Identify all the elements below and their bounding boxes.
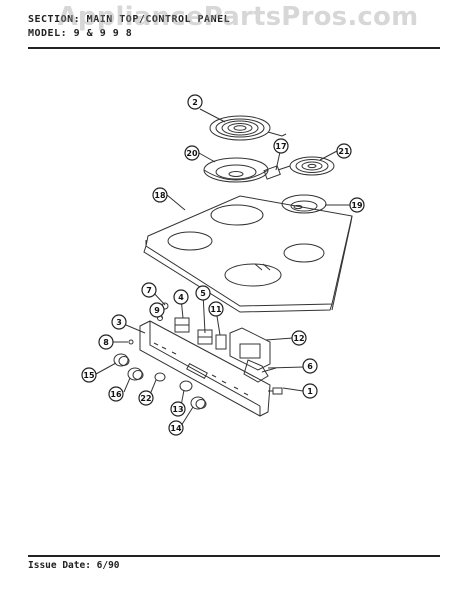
callout-20: 20 <box>184 145 200 161</box>
callout-label: 17 <box>275 142 286 151</box>
callout-13: 13 <box>170 401 186 417</box>
callout-3: 3 <box>111 314 127 330</box>
section-title: SECTION: MAIN TOP/CONTROL PANEL <box>28 14 231 25</box>
issue-date: Issue Date: 6/90 <box>28 560 120 571</box>
callout-17: 17 <box>273 138 289 154</box>
control-knobs <box>113 353 207 410</box>
switch-parts <box>174 317 227 350</box>
callout-label: 16 <box>110 390 122 399</box>
callout-label: 19 <box>351 201 363 210</box>
header-rule <box>28 47 440 49</box>
callout-label: 9 <box>154 306 160 315</box>
footer-rule <box>28 555 440 557</box>
callout-2: 2 <box>187 94 203 110</box>
callout-label: 12 <box>293 334 304 343</box>
callout-5: 5 <box>195 285 211 301</box>
control-panel <box>139 320 271 417</box>
callout-label: 14 <box>170 424 182 433</box>
callout-label: 4 <box>178 293 184 302</box>
callout-6: 6 <box>302 358 318 374</box>
callout-15: 15 <box>81 367 97 383</box>
main-top <box>143 195 353 313</box>
callout-11: 11 <box>208 301 224 317</box>
callout-label: 11 <box>210 305 222 314</box>
callout-label: 3 <box>116 318 122 327</box>
callout-22: 22 <box>138 390 154 406</box>
callout-label: 15 <box>83 371 95 380</box>
callout-12: 12 <box>291 330 307 346</box>
callout-21: 21 <box>336 143 352 159</box>
callout-label: 22 <box>140 394 151 403</box>
callout-label: 5 <box>200 289 206 298</box>
switch-bracket <box>229 327 277 383</box>
receptacle-block <box>263 165 291 180</box>
model-line: MODEL: 9 & 9 9 8 <box>28 28 133 39</box>
callout-7: 7 <box>141 282 157 298</box>
callout-label: 8 <box>103 338 109 347</box>
callout-label: 18 <box>154 191 166 200</box>
surface-element-large <box>209 115 287 141</box>
callout-14: 14 <box>168 420 184 436</box>
small-hardware <box>128 302 283 395</box>
callout-label: 6 <box>307 362 313 371</box>
callout-18: 18 <box>152 187 168 203</box>
callout-9: 9 <box>149 302 165 318</box>
callout-label: 7 <box>146 286 152 295</box>
callout-label: 20 <box>186 149 198 158</box>
surface-element-small <box>289 156 335 176</box>
callout-16: 16 <box>108 386 124 402</box>
callout-8: 8 <box>98 334 114 350</box>
callout-label: 21 <box>338 147 350 156</box>
callout-label: 2 <box>192 98 198 107</box>
callout-label: 1 <box>307 387 313 396</box>
callout-19: 19 <box>349 197 365 213</box>
drip-pan-large <box>203 157 269 183</box>
callout-1: 1 <box>302 383 318 399</box>
callout-4: 4 <box>173 289 189 305</box>
callout-label: 13 <box>172 405 183 414</box>
